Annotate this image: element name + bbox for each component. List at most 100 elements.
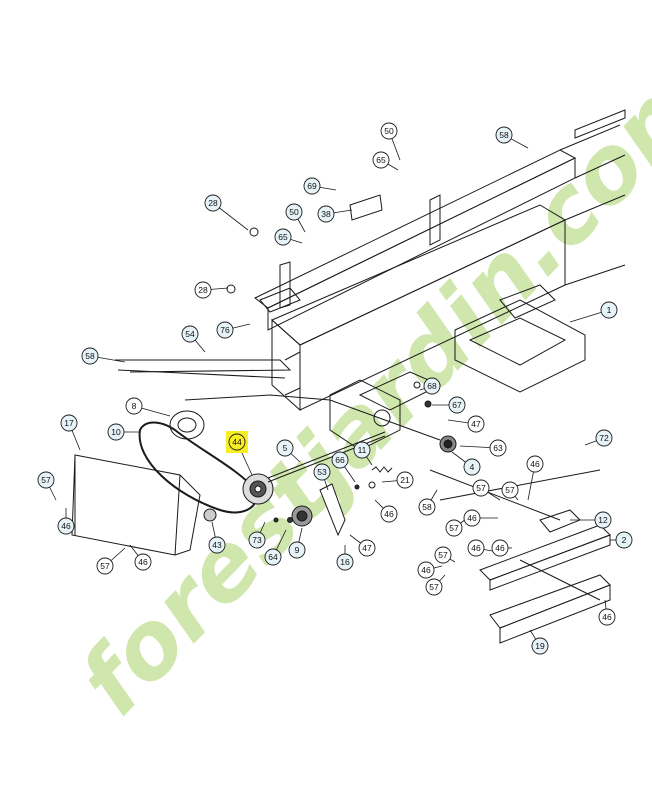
callout-circle [434,546,452,564]
callout-circle [248,531,266,549]
callout-label: 16 [340,557,350,567]
part-callout-47[interactable]: 47 [467,415,485,433]
callout-label: 54 [185,329,195,339]
part-callout-46[interactable]: 46 [491,539,509,557]
callout-circle [445,519,463,537]
part-callout-58[interactable]: 58 [81,347,99,365]
part-callout-57[interactable]: 57 [425,578,443,596]
callout-label: 38 [321,209,331,219]
callout-circle [423,377,441,395]
part-callout-46[interactable]: 46 [417,561,435,579]
part-callout-38[interactable]: 38 [317,205,335,223]
callout-label: 57 [438,550,448,560]
callout-label: 46 [495,543,505,553]
callout-label: 46 [530,459,540,469]
callout-label: 11 [358,445,367,455]
part-callout-57[interactable]: 57 [445,519,463,537]
callout-label: 5 [283,443,288,453]
callout-circle [396,471,414,489]
callout-label: 76 [220,325,230,335]
part-callout-73[interactable]: 73 [248,531,266,549]
callout-circle [37,471,55,489]
callout-label: 58 [85,351,95,361]
part-callout-65[interactable]: 65 [274,228,292,246]
callout-circle [594,511,612,529]
part-callout-58[interactable]: 58 [495,126,513,144]
callout-circle [380,505,398,523]
callout-circle [495,126,513,144]
callout-circle [380,122,398,140]
mower-deck-frame [115,109,626,644]
part-callout-69[interactable]: 69 [303,177,321,195]
callout-label: 46 [602,612,612,622]
part-callout-67[interactable]: 67 [448,396,466,414]
part-callout-46[interactable]: 46 [134,553,152,571]
part-callout-4[interactable]: 4 [463,458,481,476]
part-callout-46[interactable]: 46 [380,505,398,523]
part-callout-10[interactable]: 10 [107,423,125,441]
part-callout-11[interactable]: 11 [353,441,371,459]
part-callout-19[interactable]: 19 [531,637,549,655]
callout-label: 10 [111,427,121,437]
part-callout-57[interactable]: 57 [472,479,490,497]
callout-label: 47 [471,419,481,429]
part-callout-76[interactable]: 76 [216,321,234,339]
callout-circle [489,439,507,457]
watermark-text: forestjardin.com [59,42,652,735]
callout-circle [467,539,485,557]
callout-label: 57 [100,561,110,571]
part-callout-16[interactable]: 16 [336,553,354,571]
part-callout-17[interactable]: 17 [60,414,78,432]
part-callout-28[interactable]: 28 [204,194,222,212]
part-callout-53[interactable]: 53 [313,463,331,481]
part-callout-63[interactable]: 63 [489,439,507,457]
callout-circle [491,539,509,557]
callout-label: 28 [208,198,218,208]
callout-circle [194,281,212,299]
part-callout-57[interactable]: 57 [434,546,452,564]
callout-circle [463,458,481,476]
bearing [439,435,457,453]
callout-label: 2 [622,535,627,545]
part-callout-46[interactable]: 46 [598,608,616,626]
part-callout-54[interactable]: 54 [181,325,199,343]
callout-circle [353,441,371,459]
callout-label: 8 [132,401,137,411]
part-callout-65[interactable]: 65 [372,151,390,169]
callout-label: 57 [41,475,51,485]
part-callout-12[interactable]: 12 [594,511,612,529]
part-callout-46[interactable]: 46 [467,539,485,557]
callout-circle [598,608,616,626]
part-callout-44[interactable]: 44 [226,431,248,453]
part-callout-47[interactable]: 47 [358,539,376,557]
callout-circle [181,325,199,343]
part-callout-50[interactable]: 50 [380,122,398,140]
part-callout-68[interactable]: 68 [423,377,441,395]
part-callout-28[interactable]: 28 [194,281,212,299]
callout-circle [228,433,246,451]
part-callout-57[interactable]: 57 [96,557,114,575]
part-callout-66[interactable]: 66 [331,451,349,469]
part-callout-50[interactable]: 50 [285,203,303,221]
part-callout-2[interactable]: 2 [615,531,633,549]
part-callout-21[interactable]: 21 [396,471,414,489]
part-callout-46[interactable]: 46 [463,509,481,527]
callout-label: 46 [61,521,71,531]
part-callout-57[interactable]: 57 [501,481,519,499]
part-callout-46[interactable]: 46 [57,517,75,535]
part-callout-58[interactable]: 58 [418,498,436,516]
part-callout-5[interactable]: 5 [276,439,294,457]
part-callout-57[interactable]: 57 [37,471,55,489]
part-callout-9[interactable]: 9 [288,541,306,559]
callout-label: 50 [289,207,299,217]
part-callout-72[interactable]: 72 [595,429,613,447]
callout-label: 17 [64,418,74,428]
callout-circle [331,451,349,469]
part-callout-46[interactable]: 46 [526,455,544,473]
part-callout-8[interactable]: 8 [125,397,143,415]
callout-circle [125,397,143,415]
part-callout-43[interactable]: 43 [208,536,226,554]
part-callout-1[interactable]: 1 [600,301,618,319]
part-callout-64[interactable]: 64 [264,548,282,566]
